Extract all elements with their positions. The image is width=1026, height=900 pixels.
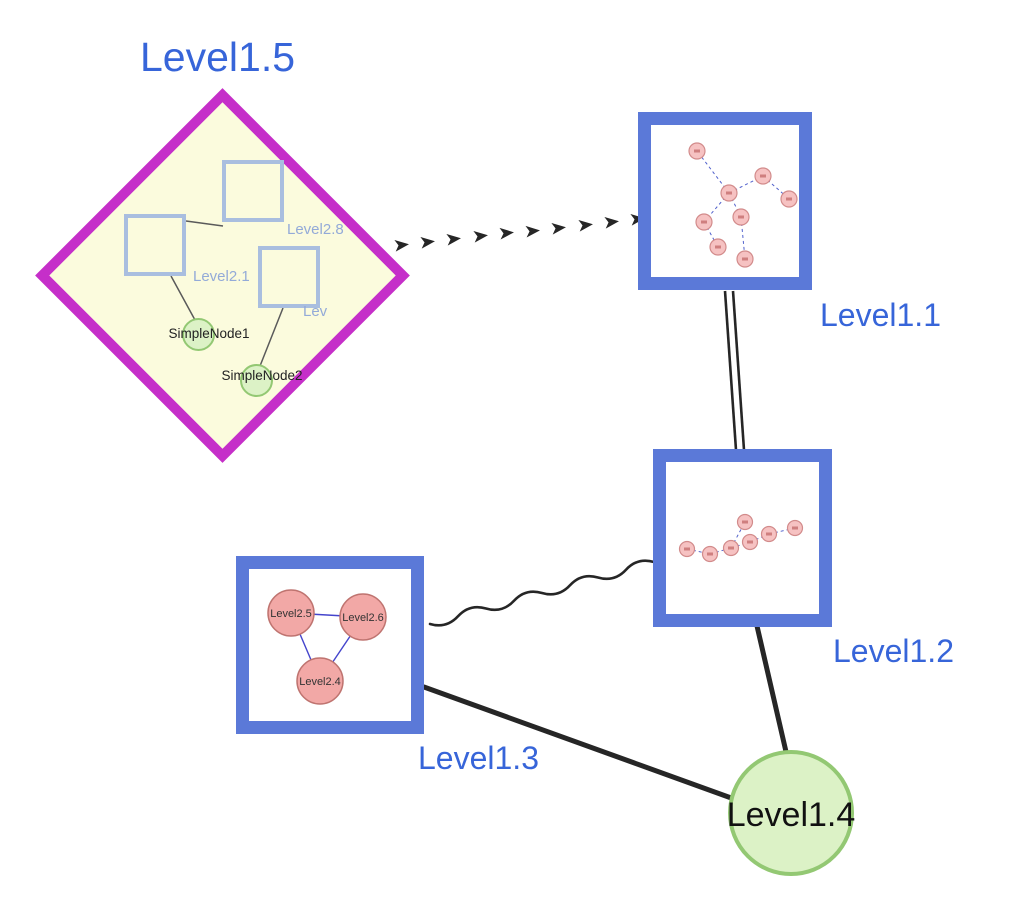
node-level1-2[interactable]: [653, 449, 832, 627]
node-level2-8[interactable]: [222, 160, 284, 222]
node-level2-1[interactable]: [124, 214, 186, 276]
edge-level12-level14[interactable]: [754, 623, 790, 759]
node-level1-4[interactable]: [728, 750, 854, 876]
label-level1-1: Level1.1: [820, 297, 941, 333]
node-level1-1[interactable]: [638, 112, 812, 290]
edge-level13-level14[interactable]: [421, 684, 737, 802]
level1-2-subgraph[interactable]: [678, 513, 804, 563]
label-level1-4: Level1.4: [726, 796, 856, 834]
label-level2-truncated: Lev: [303, 303, 328, 320]
level1-1-subgraph[interactable]: [688, 142, 798, 268]
node-simplenode1[interactable]: [182, 318, 215, 351]
node-level2-5[interactable]: [267, 589, 315, 637]
label-level2-8: Level2.8: [287, 221, 344, 238]
label-simplenode1: SimpleNode1: [168, 326, 250, 341]
node-level2-truncated[interactable]: [258, 246, 320, 308]
label-level1-2: Level1.2: [833, 633, 954, 669]
node-level1-3[interactable]: [236, 556, 424, 734]
edge-level11-level12-double[interactable]: [723, 290, 746, 451]
label-level2-4: Level2.4: [299, 676, 341, 688]
node-level2-4[interactable]: [296, 657, 344, 705]
edge-level13-level12-wavy[interactable]: [428, 559, 656, 627]
label-level1-5: Level1.5: [140, 34, 296, 80]
label-level1-3: Level1.3: [418, 740, 539, 776]
label-level2-6: Level2.6: [342, 612, 384, 624]
edge-level15-level11-dashed-arrow[interactable]: [394, 214, 645, 252]
label-simplenode2: SimpleNode2: [221, 368, 303, 383]
node-level2-6[interactable]: [339, 593, 387, 641]
level1-3-subgraph[interactable]: Level2.5 Level2.6 Level2.4: [267, 589, 387, 705]
node-simplenode2[interactable]: [240, 364, 273, 397]
label-level2-1: Level2.1: [193, 268, 250, 285]
label-level2-5: Level2.5: [270, 608, 312, 620]
